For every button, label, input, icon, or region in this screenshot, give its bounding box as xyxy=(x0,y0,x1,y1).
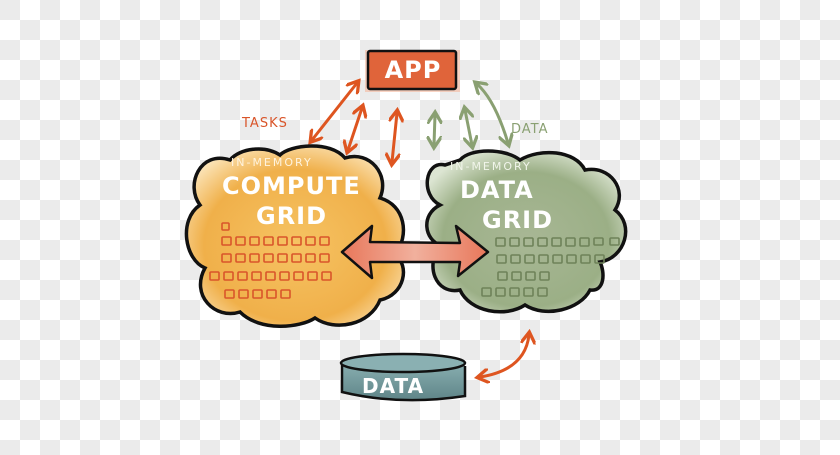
compute-grid-title-line1: COMPUTE xyxy=(222,172,361,200)
data-grid-subtitle: IN-MEMORY xyxy=(450,160,532,173)
data-arrows xyxy=(434,84,508,145)
task-arrows xyxy=(312,83,397,162)
compute-grid-subtitle: IN-MEMORY xyxy=(231,156,313,169)
db-arrow xyxy=(480,335,529,377)
tasks-edge-label: TASKS xyxy=(242,116,288,131)
compute-grid-cells xyxy=(209,222,332,299)
data-edge-label: DATA xyxy=(511,122,549,137)
compute-grid-cloud xyxy=(184,144,406,328)
data-grid-title-line2: GRID xyxy=(482,206,554,234)
data-grid-cells xyxy=(481,237,620,297)
data-grid-title-line1: DATA xyxy=(460,176,534,204)
exchange-arrow xyxy=(340,224,490,280)
app-node xyxy=(365,49,460,92)
app-label: APP xyxy=(384,56,442,84)
database-label: DATA xyxy=(362,374,425,398)
database-node xyxy=(339,352,467,402)
compute-grid-title-line2: GRID xyxy=(256,202,328,230)
